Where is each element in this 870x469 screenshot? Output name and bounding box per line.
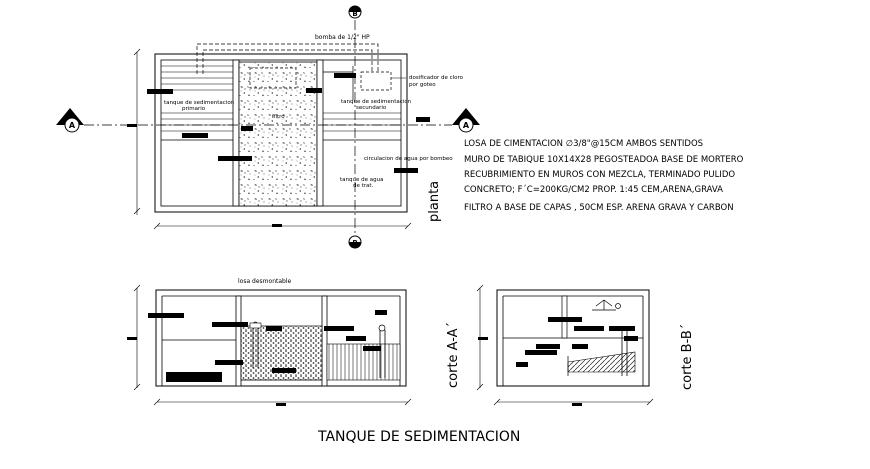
construction-notes: LOSA DE CIMENTACION ∅3/8"@15CM AMBOS SEN… — [464, 139, 744, 213]
section-aa-outer-wall — [155, 289, 407, 387]
svg-text:B: B — [352, 239, 357, 247]
plan-view: bomba de 1/2" HP dosificador de cloro po… — [56, 5, 480, 249]
section-bb-outer-wall — [496, 289, 650, 387]
section-bb-label: corte B-B´ — [680, 324, 695, 390]
filter-label: filtro — [272, 114, 285, 120]
pump-pipe — [196, 43, 379, 74]
removable-slab-label: losa desmontable — [238, 278, 291, 285]
section-marker-a-right: A — [452, 108, 480, 133]
plan-outer-wall — [154, 53, 408, 213]
note-line: FILTRO A BASE DE CAPAS , 50CM ESP. ARENA… — [464, 203, 734, 213]
primary-tank-label: tanque de sedimentacion primario — [164, 100, 236, 112]
section-aa-dimension-marks — [148, 310, 387, 373]
section-marker-b-bottom: B — [348, 235, 362, 249]
primary-sludge — [166, 372, 222, 382]
treated-water-label: tanque de agua de trat. — [340, 177, 385, 189]
circulation-label: circulacion de agua por bombeo — [364, 156, 453, 162]
secondary-tank-label: tanque de sedimentacion secundario — [341, 99, 413, 111]
drawing-title: TANQUE DE SEDIMENTACION — [317, 429, 520, 445]
sloped-floor-hatch — [567, 351, 636, 373]
section-aa-label: corte A-A´ — [446, 322, 461, 388]
plan-view-label: planta — [427, 181, 442, 222]
note-line: CONCRETO; F´C=200KG/CM2 PROP. 1:45 CEM,A… — [464, 184, 723, 195]
secondary-tank-stripes — [323, 112, 401, 132]
plan-dimension-marks — [147, 73, 430, 173]
primary-tank-stripes — [161, 65, 233, 132]
filter-media — [238, 61, 318, 207]
section-marker-a-left: A — [56, 108, 84, 133]
section-marker-b-top: B — [348, 5, 362, 19]
note-line: MURO DE TABIQUE 10X14X28 PEGOSTEADOA BAS… — [464, 155, 744, 165]
svg-text:A: A — [69, 121, 76, 130]
svg-text:A: A — [463, 121, 470, 130]
pump-label: bomba de 1/2" HP — [315, 34, 370, 41]
note-line: RECUBRIMIENTO EN MUROS CON MEZCLA, TERMI… — [464, 170, 735, 180]
chlorine-doser-label: dosificador de cloro por goteo — [409, 75, 465, 88]
section-aa-view: losa desmontable — [127, 278, 461, 406]
section-bb-dimension-marks — [516, 317, 638, 367]
filter-compartment — [232, 59, 240, 207]
svg-text:B: B — [352, 10, 357, 18]
section-bb-view: corte B-B´ — [476, 284, 695, 406]
plan-dimension-lines — [133, 48, 412, 230]
note-line: LOSA DE CIMENTACION ∅3/8"@15CM AMBOS SEN… — [464, 139, 703, 149]
